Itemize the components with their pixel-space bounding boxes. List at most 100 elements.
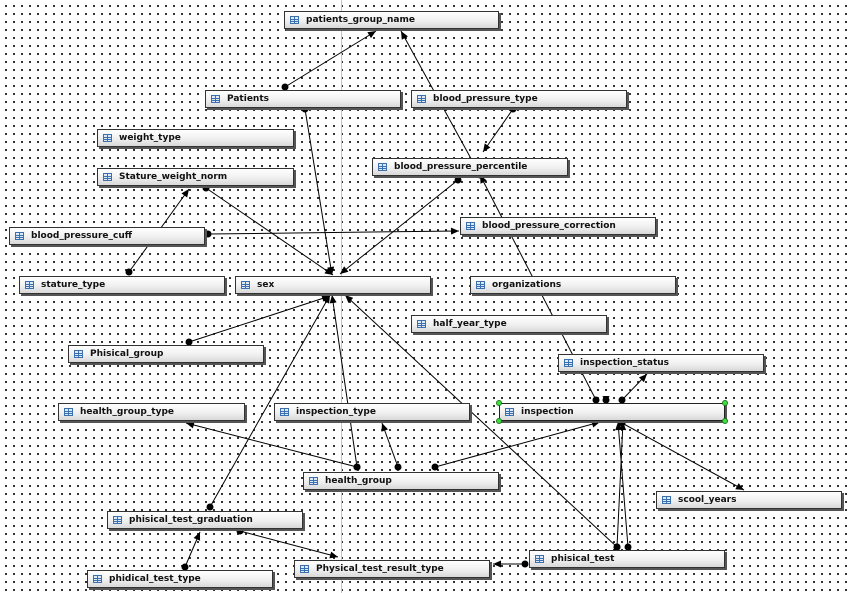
table-icon bbox=[476, 281, 485, 289]
entity-inspection_status[interactable]: inspection_status bbox=[558, 354, 764, 372]
table-icon bbox=[466, 222, 475, 230]
entity-phisical_test[interactable]: phisical_test bbox=[529, 550, 725, 568]
entity-label: blood_pressure_percentile bbox=[394, 162, 528, 172]
relation-arrowhead bbox=[735, 483, 744, 490]
table-icon bbox=[417, 320, 426, 328]
relation-arrowhead bbox=[591, 420, 600, 428]
relation-line[interactable] bbox=[434, 421, 601, 468]
table-icon bbox=[74, 350, 83, 358]
relation-arrowhead bbox=[480, 175, 487, 184]
relation-line[interactable] bbox=[616, 421, 624, 548]
relation-line[interactable] bbox=[344, 294, 618, 548]
relation-endpoint-dot bbox=[206, 503, 214, 511]
relation-arrowhead bbox=[367, 31, 376, 39]
relation-arrowhead bbox=[450, 227, 459, 235]
entity-label: half_year_type bbox=[433, 319, 507, 329]
selection-handle[interactable] bbox=[496, 418, 502, 424]
entity-blood_pressure_cuff[interactable]: blood_pressure_cuff bbox=[9, 227, 205, 245]
table-icon bbox=[662, 496, 671, 504]
relation-line[interactable] bbox=[209, 294, 331, 508]
entity-label: stature_type bbox=[41, 280, 106, 290]
entity-inspection[interactable]: inspection bbox=[499, 403, 725, 421]
entity-phisical_group[interactable]: Phisical_group bbox=[68, 345, 264, 363]
entity-half_year_type[interactable]: half_year_type bbox=[411, 315, 607, 333]
relation-arrowhead bbox=[181, 189, 189, 198]
table-icon bbox=[300, 565, 309, 573]
relation-arrowhead bbox=[340, 266, 349, 274]
entity-label: blood_pressure_cuff bbox=[31, 231, 133, 241]
entity-blood_pressure_percentile[interactable]: blood_pressure_percentile bbox=[372, 158, 568, 176]
selection-handle[interactable] bbox=[722, 418, 728, 424]
entity-label: phisical_test bbox=[551, 554, 615, 564]
relation-line[interactable] bbox=[239, 530, 339, 558]
relation-line[interactable] bbox=[185, 422, 358, 468]
entity-label: Physical_test_result_type bbox=[316, 564, 444, 574]
entity-stature_weight_norm[interactable]: Stature_weight_norm bbox=[97, 168, 294, 186]
relation-endpoint-dot bbox=[394, 463, 402, 471]
entity-scool_years[interactable]: scool_years bbox=[656, 491, 842, 509]
relation-endpoint-dot bbox=[353, 463, 361, 471]
entity-label: scool_years bbox=[678, 495, 737, 505]
entity-physical_test_result_type[interactable]: Physical_test_result_type bbox=[294, 560, 490, 578]
entity-stature_type[interactable]: stature_type bbox=[19, 276, 225, 294]
entity-phisical_test_graduation[interactable]: phisical_test_graduation bbox=[107, 511, 303, 529]
entity-label: organizations bbox=[492, 280, 562, 290]
entity-inspection_type[interactable]: inspection_type bbox=[274, 403, 470, 421]
relation-arrowhead bbox=[329, 551, 338, 559]
relation-endpoint-dot bbox=[185, 338, 193, 346]
relation-line[interactable] bbox=[207, 230, 460, 235]
relation-endpoint-dot bbox=[281, 83, 289, 91]
relation-arrowhead bbox=[381, 423, 389, 432]
table-icon bbox=[103, 173, 112, 181]
relation-line[interactable] bbox=[188, 295, 331, 343]
entity-label: blood_pressure_type bbox=[433, 94, 538, 104]
relation-line[interactable] bbox=[205, 187, 334, 276]
relation-endpoint-dot bbox=[624, 543, 632, 551]
entity-label: phisical_test_graduation bbox=[129, 515, 253, 525]
table-icon bbox=[505, 408, 514, 416]
table-icon bbox=[93, 575, 102, 583]
relation-line[interactable] bbox=[331, 294, 358, 468]
relation-line[interactable] bbox=[304, 108, 333, 276]
relation-endpoint-dot bbox=[204, 230, 212, 238]
entity-label: Phisical_group bbox=[90, 349, 164, 359]
relation-line[interactable] bbox=[284, 30, 377, 88]
table-icon bbox=[25, 281, 34, 289]
entity-weight_type[interactable]: weight_type bbox=[97, 129, 294, 147]
entity-label: patients_group_name bbox=[306, 15, 415, 25]
relation-line[interactable] bbox=[621, 422, 745, 491]
table-icon bbox=[113, 516, 122, 524]
relation-arrowhead bbox=[324, 267, 333, 275]
table-icon bbox=[280, 408, 289, 416]
entity-label: health_group_type bbox=[80, 407, 175, 417]
entity-label: health_group bbox=[325, 476, 392, 486]
entity-label: Patients bbox=[227, 94, 269, 104]
selection-handle[interactable] bbox=[722, 400, 728, 406]
relation-line[interactable] bbox=[339, 179, 459, 275]
relation-arrowhead bbox=[329, 295, 337, 304]
relation-endpoint-dot bbox=[202, 184, 210, 192]
table-icon bbox=[290, 16, 299, 24]
entity-sex[interactable]: sex bbox=[235, 276, 431, 294]
entity-health_group[interactable]: health_group bbox=[303, 472, 499, 490]
entity-blood_pressure_type[interactable]: blood_pressure_type bbox=[411, 90, 627, 108]
table-icon bbox=[64, 408, 73, 416]
table-icon bbox=[241, 281, 250, 289]
table-icon bbox=[535, 555, 544, 563]
selection-handle[interactable] bbox=[496, 400, 502, 406]
entity-phidical_test_type[interactable]: phidical_test_type bbox=[87, 570, 273, 588]
relation-line[interactable] bbox=[482, 108, 514, 153]
relation-arrowhead bbox=[186, 421, 195, 429]
relation-arrowhead bbox=[323, 295, 330, 304]
entity-patients[interactable]: Patients bbox=[205, 90, 401, 108]
relation-line[interactable] bbox=[617, 421, 629, 548]
entity-blood_pressure_correction[interactable]: blood_pressure_correction bbox=[460, 217, 656, 235]
alignment-guide-line bbox=[341, 0, 342, 593]
entity-organizations[interactable]: organizations bbox=[470, 276, 676, 294]
entity-patients_group_name[interactable]: patients_group_name bbox=[284, 11, 499, 29]
relation-arrowhead bbox=[193, 532, 201, 541]
relation-endpoint-dot bbox=[125, 268, 133, 276]
entity-health_group_type[interactable]: health_group_type bbox=[58, 403, 245, 421]
